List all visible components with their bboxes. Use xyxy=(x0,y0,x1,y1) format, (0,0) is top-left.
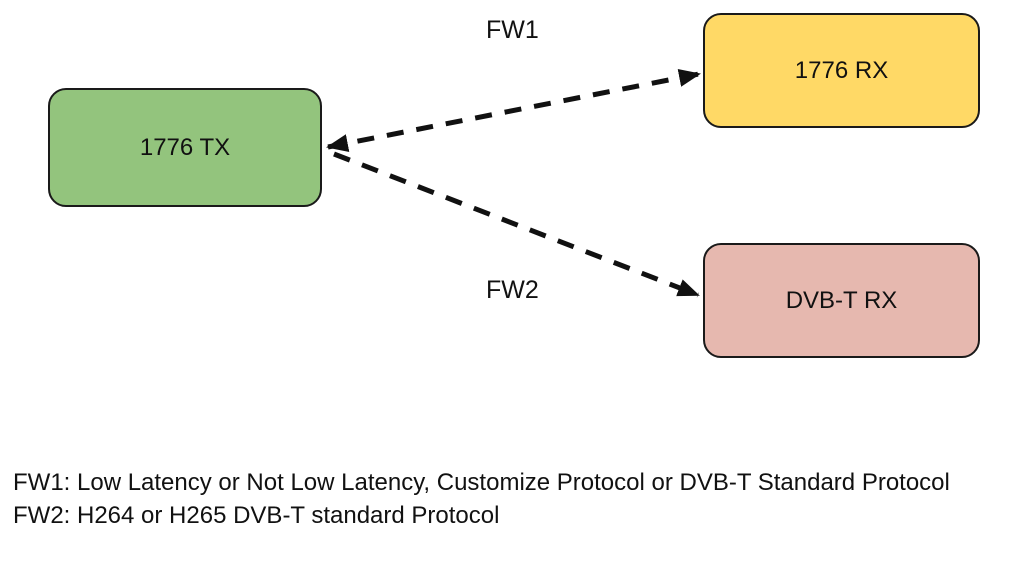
node-dvbt-rx: DVB-T RX xyxy=(703,243,980,358)
node-1776-tx-label: 1776 TX xyxy=(139,133,231,161)
fw1-edge-label: FW1 xyxy=(486,16,539,44)
legend-line-fw2: FW2: H264 or H265 DVB-T standard Protoco… xyxy=(13,502,500,529)
legend: FW1: Low Latency or Not Low Latency, Cus… xyxy=(13,466,950,532)
node-1776-rx-label: 1776 RX xyxy=(794,56,889,84)
fw2-edge-label: FW2 xyxy=(486,276,539,304)
node-1776-tx: 1776 TX xyxy=(48,88,322,207)
legend-line-fw1: FW1: Low Latency or Not Low Latency, Cus… xyxy=(13,469,950,496)
node-1776-rx: 1776 RX xyxy=(703,13,980,128)
fw1-arrow xyxy=(326,69,701,152)
fw2-arrow xyxy=(333,151,700,298)
node-dvbt-rx-label: DVB-T RX xyxy=(785,286,898,314)
